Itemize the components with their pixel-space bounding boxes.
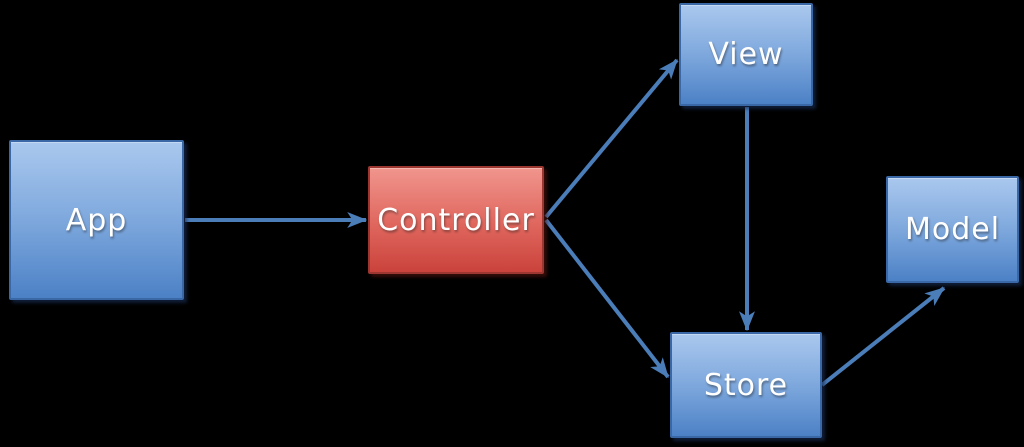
node-view: View [679,3,813,106]
node-controller: Controller [368,166,544,274]
node-controller-label: Controller [377,202,535,238]
node-store-label: Store [703,367,789,403]
node-store: Store [670,332,822,438]
node-view-label: View [708,37,784,72]
node-model: Model [886,176,1019,283]
node-app: App [9,140,184,300]
node-app-label: App [65,202,128,238]
node-model-label: Model [904,212,1001,247]
edge-controller-to-view [544,58,679,219]
edge-store-to-model [820,286,946,387]
edge-controller-to-store [544,218,670,379]
